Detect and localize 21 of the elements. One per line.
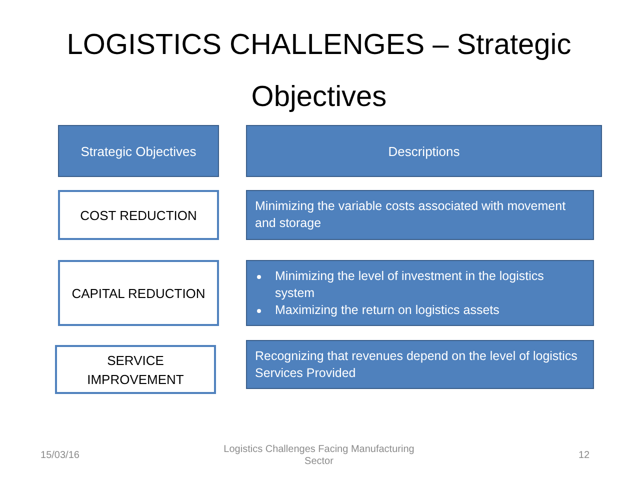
page-number: 12 bbox=[577, 450, 591, 462]
objective-box bbox=[58, 260, 219, 326]
objective-label: CAPITAL REDUCTION bbox=[72, 284, 206, 302]
header-box bbox=[246, 125, 602, 177]
objective-box bbox=[58, 190, 219, 240]
objective-label: SERVICE IMPROVEMENT bbox=[86, 352, 185, 388]
description-text: Minimizing the level of investment in the logistics system bbox=[275, 268, 545, 302]
description-box bbox=[246, 190, 594, 240]
objective-box bbox=[55, 345, 216, 394]
slide-title: LOGISTICS CHALLENGES – Strategic Objectives bbox=[66, 28, 572, 115]
header-box bbox=[58, 125, 219, 177]
description-box bbox=[246, 260, 594, 326]
description-box bbox=[246, 340, 594, 389]
column-header: Strategic Objectives bbox=[80, 144, 196, 158]
footer-text: Logistics Challenges Facing Manufacturing Sector bbox=[222, 444, 416, 468]
objective-label: COST REDUCTION bbox=[80, 206, 197, 224]
description-text: Maximizing the return on logistics assets bbox=[275, 302, 500, 319]
description-text: Minimizing the variable costs associated with movement and storage bbox=[255, 198, 567, 232]
footer-date: 15/03/16 bbox=[40, 450, 80, 462]
column-header: Descriptions bbox=[388, 144, 460, 158]
description-text: Recognizing that revenues depend on the level of logistics Services Provided bbox=[255, 348, 578, 382]
